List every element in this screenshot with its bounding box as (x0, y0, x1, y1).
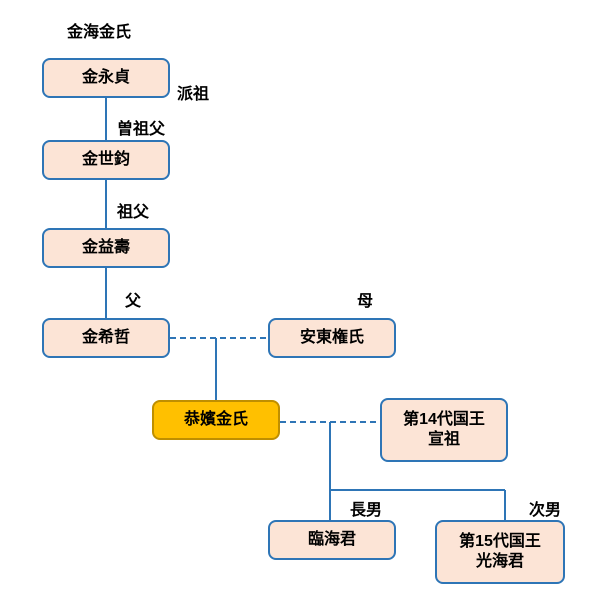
node-gongbin-kim: 恭嬪金氏 (152, 400, 280, 440)
node-kim-segyun: 金世鈞 (42, 140, 170, 180)
node-king-seonjo: 第14代国王 宣祖 (380, 398, 508, 462)
relation-label-eldest-son: 長男 (350, 502, 383, 519)
relation-label-second-son: 次男 (529, 502, 562, 519)
node-kim-yeongjeong: 金永貞 (42, 58, 170, 98)
node-gwanghaegun: 第15代国王 光海君 (435, 520, 565, 584)
node-kim-huicheol: 金希哲 (42, 318, 170, 358)
clan-title: 金海金氏 (67, 24, 132, 41)
relation-label-father: 父 (125, 293, 142, 310)
node-andong-kwon: 安東権氏 (268, 318, 396, 358)
relation-label-branch-founder: 派祖 (177, 86, 210, 103)
node-kim-iksu: 金益壽 (42, 228, 170, 268)
relation-label-mother: 母 (357, 293, 374, 310)
node-imhaegun: 臨海君 (268, 520, 396, 560)
relation-label-great-grandfather: 曽祖父 (117, 121, 166, 138)
relation-label-grandfather: 祖父 (117, 204, 150, 221)
